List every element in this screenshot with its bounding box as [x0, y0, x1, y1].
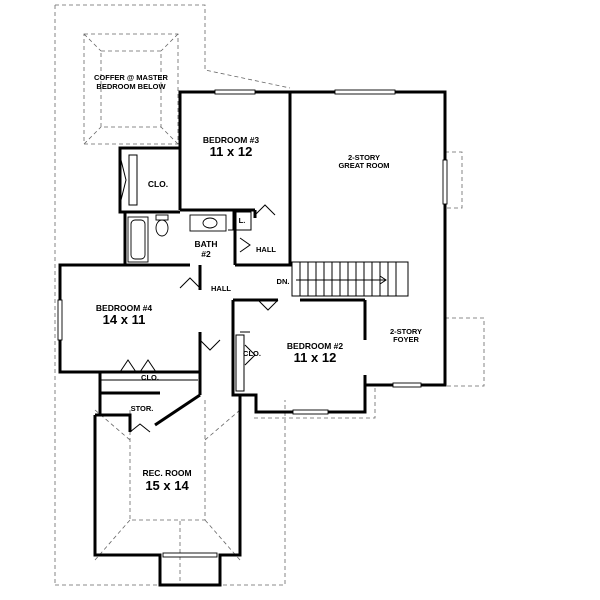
windows: [57, 89, 448, 558]
coffer-label-line1: COFFER @ MASTER: [94, 73, 169, 82]
linen-label: L.: [239, 216, 246, 225]
rec-room-size: 15 x 14: [145, 478, 189, 493]
door-swings: [119, 159, 279, 433]
rec-room-name: REC. ROOM: [142, 468, 191, 478]
bedroom2-name: BEDROOM #2: [287, 341, 343, 351]
bedroom3-size: 11 x 12: [210, 144, 253, 159]
coffer-ceiling: [83, 33, 179, 145]
foyer-line2: FOYER: [393, 335, 419, 344]
bath2-line2: #2: [201, 249, 211, 259]
bedroom2-size: 11 x 12: [294, 350, 337, 365]
partitions: [101, 154, 252, 392]
closet-bedroom2-label: CLO.: [243, 349, 261, 358]
roof-outline-lower-level: [54, 4, 485, 586]
foyer-line1: 2-STORY: [390, 327, 422, 336]
coffer-label-line2: BEDROOM BELOW: [96, 82, 166, 91]
great-room-line2: GREAT ROOM: [338, 161, 389, 170]
bedroom4-size: 14 x 11: [103, 312, 146, 327]
stairs-down-label: DN.: [277, 277, 290, 286]
bath2-line1: BATH: [195, 239, 218, 249]
storage-label: STOR.: [131, 404, 154, 413]
bedroom4-name: BEDROOM #4: [96, 303, 152, 313]
bedroom3-name: BEDROOM #3: [203, 135, 259, 145]
rec-room-roof-lines: [94, 400, 241, 585]
coffer-label: COFFER @ MASTER BEDROOM BELOW: [94, 73, 169, 91]
bath-fixtures: [127, 214, 227, 263]
hall-left-label: HALL: [211, 284, 231, 293]
great-room-line1: 2-STORY: [348, 153, 380, 162]
closet-upper-label: CLO.: [148, 179, 168, 189]
staircase: [291, 261, 409, 297]
closet-bedroom4-label: CLO.: [141, 373, 159, 382]
hall-right-label: HALL: [256, 245, 276, 254]
